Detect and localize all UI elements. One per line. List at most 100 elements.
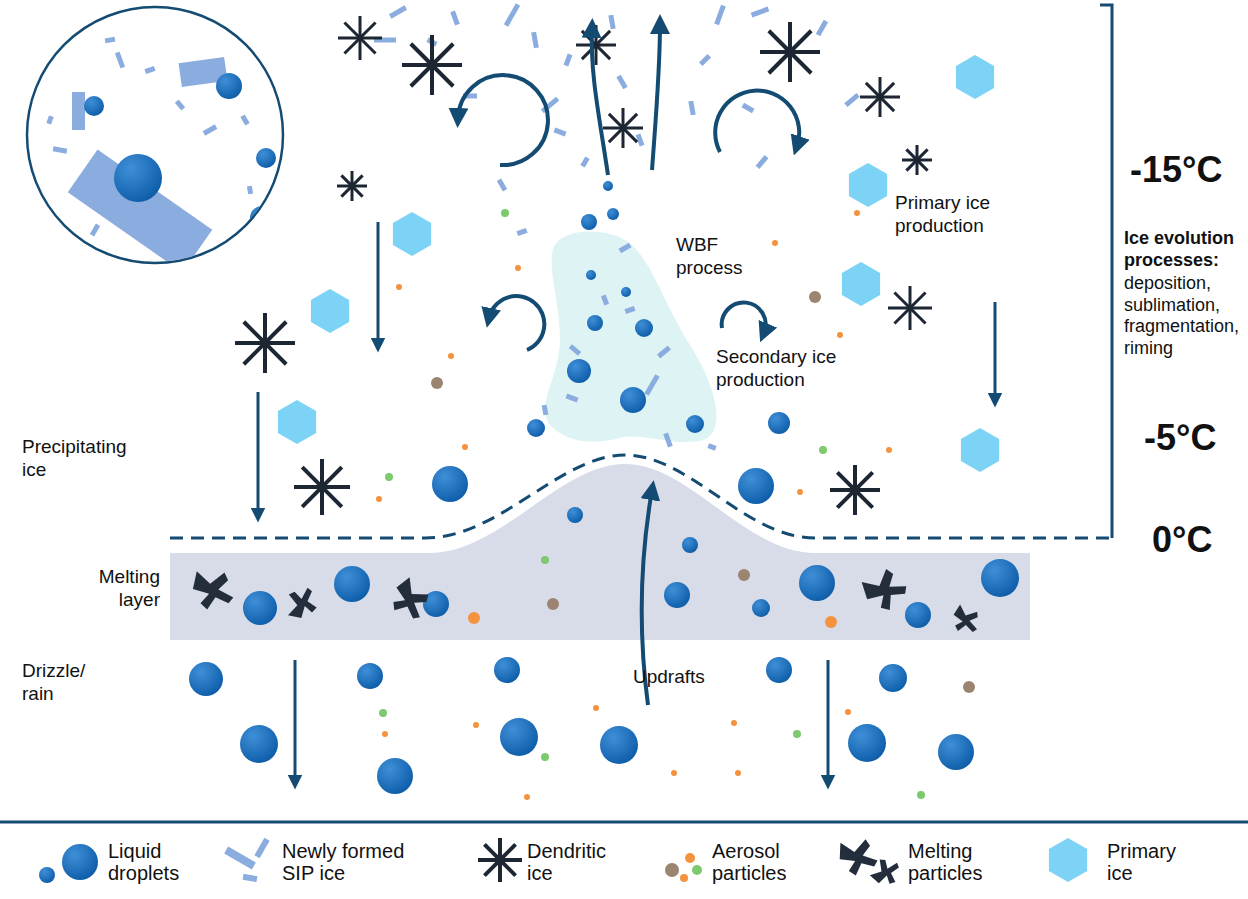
droplet <box>603 181 613 191</box>
aerosol <box>524 794 530 800</box>
droplet <box>587 315 603 331</box>
aerosol <box>825 616 837 628</box>
droplet <box>62 844 98 880</box>
aerosol <box>854 210 860 216</box>
precip-arrow <box>377 222 380 345</box>
sip-ice <box>663 433 672 448</box>
dendritic-ice <box>906 149 927 170</box>
primary-ice <box>849 163 887 207</box>
droplet <box>216 73 242 99</box>
sip-ice <box>450 11 459 26</box>
sip-ice <box>90 224 100 237</box>
droplet <box>664 582 690 608</box>
legend-text: Melting particles <box>908 840 1008 884</box>
sip-ice <box>569 344 581 356</box>
sip-ice <box>240 114 249 125</box>
sip-ice <box>566 394 579 403</box>
process-list: deposition, sublimation, fragmentation, … <box>1124 273 1244 359</box>
sip-ice <box>751 7 770 18</box>
dendritic-ice <box>341 175 362 196</box>
aerosol <box>462 444 468 450</box>
droplet <box>256 148 276 168</box>
droplet <box>357 663 383 689</box>
ground-line <box>0 821 1248 824</box>
sip-ice <box>756 155 769 169</box>
primary-ice <box>961 428 999 472</box>
aerosol <box>665 863 679 877</box>
process-label: Primary ice production <box>895 192 1020 238</box>
legend-text: Aerosol particles <box>712 840 812 884</box>
aerosol <box>886 447 892 453</box>
sip-ice <box>389 5 407 18</box>
droplet <box>607 208 619 220</box>
dendritic-ice <box>894 292 925 323</box>
sip-ice <box>714 5 726 26</box>
sip-ice <box>554 128 567 137</box>
aerosol <box>541 753 549 761</box>
aerosol <box>680 874 688 882</box>
aerosol <box>473 722 479 728</box>
sip-ice <box>707 443 716 450</box>
aerosol <box>547 598 559 610</box>
region-label: Melting layer <box>58 566 160 612</box>
sip-ice <box>688 101 695 116</box>
temperature-label: -5°C <box>1144 416 1216 459</box>
region-label: Precipitating ice <box>22 436 147 482</box>
droplet <box>879 664 907 692</box>
process-label: Secondary ice production <box>716 346 856 392</box>
melting-particle <box>282 583 322 624</box>
rain-arrow <box>294 660 297 782</box>
aerosol <box>797 489 803 495</box>
droplet <box>600 726 638 764</box>
aerosol <box>685 853 695 863</box>
sip-ice <box>601 294 609 305</box>
sip-ice <box>115 52 125 69</box>
sip-ice <box>516 228 527 236</box>
melting-particle <box>186 563 241 616</box>
circulation-arrow <box>489 296 544 350</box>
droplet <box>682 537 698 553</box>
legend-text: Dendritic ice <box>527 840 622 884</box>
aerosol <box>515 265 521 271</box>
primary-ice <box>311 289 349 333</box>
dendritic-ice <box>609 114 637 142</box>
droplet <box>39 867 55 883</box>
droplet <box>377 758 413 794</box>
circulation-arrow <box>722 302 766 333</box>
melting-particle <box>866 852 906 891</box>
sip-ice <box>699 54 711 66</box>
droplet <box>432 466 468 502</box>
sip-ice <box>224 847 256 870</box>
circulation-arrow <box>715 91 799 152</box>
dendritic-ice <box>866 83 894 111</box>
droplet <box>581 214 597 230</box>
flow-label: Updrafts <box>633 666 705 689</box>
particles <box>39 3 1087 891</box>
aerosol <box>735 770 741 776</box>
primary-ice <box>956 55 994 99</box>
droplet <box>567 359 591 383</box>
melting-particle <box>835 835 880 879</box>
aerosol <box>738 569 750 581</box>
precip-arrow <box>994 302 997 400</box>
legend-text: Primary ice <box>1107 840 1197 884</box>
sip-ice <box>624 306 635 314</box>
temperature-label: 0°C <box>1152 518 1212 561</box>
droplet <box>981 559 1019 597</box>
sip-ice <box>542 405 549 416</box>
aerosol <box>671 770 677 776</box>
aerosol <box>448 353 454 359</box>
outflow-arrow <box>592 28 608 175</box>
sip-ice <box>53 146 68 153</box>
dendritic-ice <box>769 31 811 73</box>
sip-fragments <box>46 37 253 255</box>
aerosol <box>819 446 827 454</box>
sip-ice <box>144 66 155 74</box>
droplet <box>84 96 104 116</box>
melting-layer-band <box>170 464 1030 640</box>
aerosol <box>541 556 549 564</box>
sip-ice <box>105 37 116 44</box>
melting-particle <box>946 600 986 639</box>
sip-ice <box>580 156 589 167</box>
droplet <box>243 591 277 625</box>
